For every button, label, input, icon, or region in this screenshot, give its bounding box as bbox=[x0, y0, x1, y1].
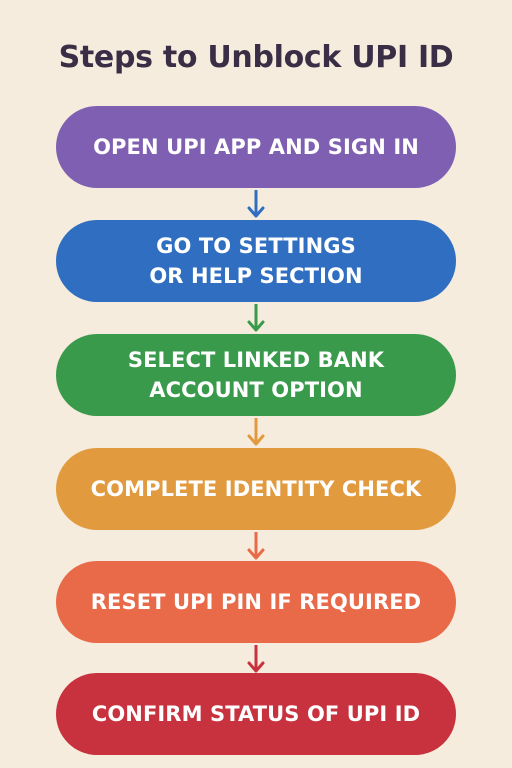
step-label: GO TO SETTINGS OR HELP SECTION bbox=[149, 234, 363, 288]
step-confirm-status: CONFIRM STATUS OF UPI ID bbox=[56, 673, 456, 755]
down-arrow-icon bbox=[247, 418, 265, 446]
step-open-upi-app: OPEN UPI APP AND SIGN IN bbox=[56, 106, 456, 188]
step-reset-upi-pin: RESET UPI PIN IF REQUIRED bbox=[56, 561, 456, 643]
step-label: COMPLETE IDENTITY CHECK bbox=[90, 477, 422, 501]
page-title: Steps to Unblock UPI ID bbox=[58, 40, 454, 75]
step-select-linked-bank: SELECT LINKED BANK ACCOUNT OPTION bbox=[56, 334, 456, 416]
down-arrow-icon bbox=[247, 304, 265, 332]
down-arrow-icon bbox=[247, 532, 265, 560]
step-complete-identity-check: COMPLETE IDENTITY CHECK bbox=[56, 448, 456, 530]
step-go-to-settings: GO TO SETTINGS OR HELP SECTION bbox=[56, 220, 456, 302]
step-label: CONFIRM STATUS OF UPI ID bbox=[91, 702, 421, 726]
down-arrow-icon bbox=[247, 190, 265, 218]
step-label: RESET UPI PIN IF REQUIRED bbox=[90, 590, 422, 614]
step-label: OPEN UPI APP AND SIGN IN bbox=[93, 135, 419, 159]
step-label: SELECT LINKED BANK ACCOUNT OPTION bbox=[127, 348, 385, 402]
down-arrow-icon bbox=[247, 645, 265, 673]
